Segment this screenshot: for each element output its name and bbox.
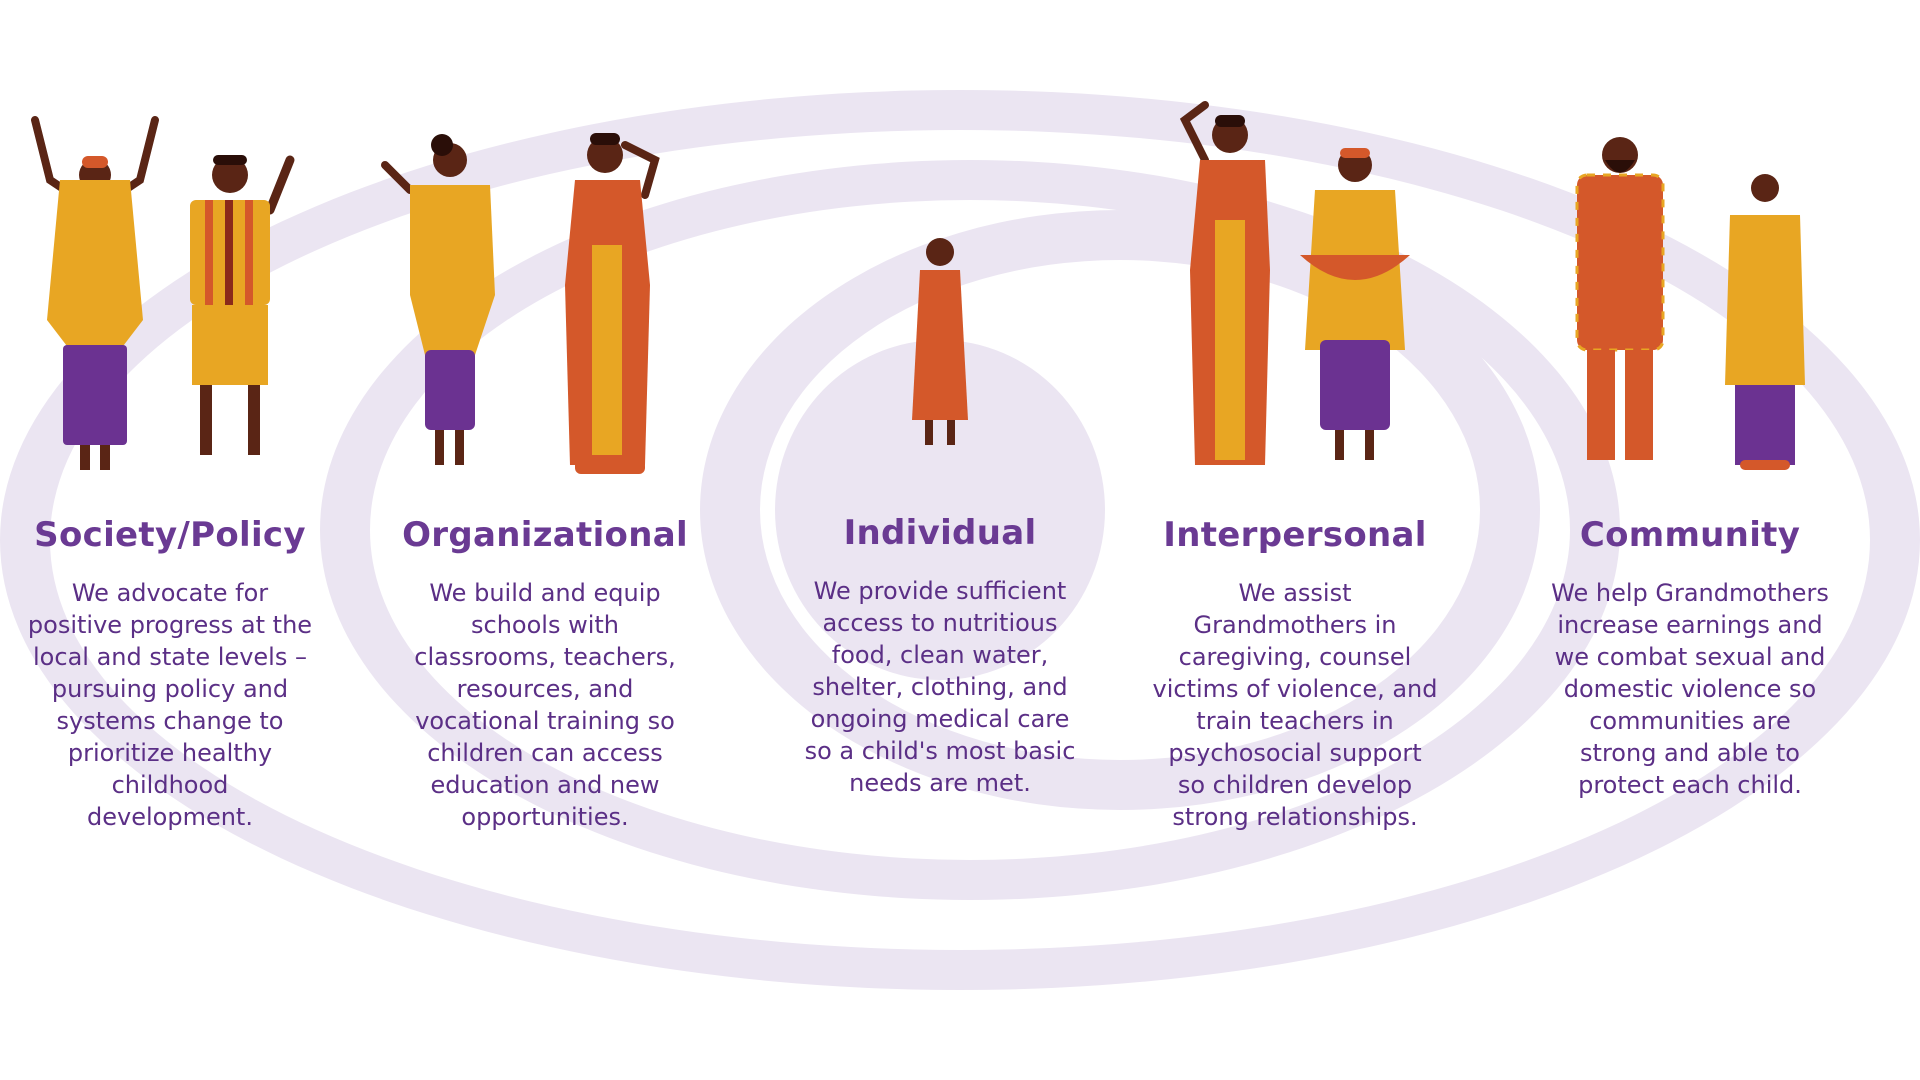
woman-gesturing-icon bbox=[381, 134, 495, 465]
description-line: strong and able to bbox=[1580, 739, 1800, 767]
description-line: domestic violence so bbox=[1563, 675, 1817, 703]
level-description: We help Grandmothers increase earnings a… bbox=[1530, 577, 1850, 801]
description-line: Grandmothers in bbox=[1193, 611, 1397, 639]
description-line: resources, and bbox=[456, 675, 634, 703]
level-description: We assist Grandmothers in caregiving, co… bbox=[1135, 577, 1455, 833]
description-line: needs are met. bbox=[849, 769, 1031, 797]
description-line: children can access bbox=[427, 739, 663, 767]
description-line: communities are bbox=[1589, 707, 1791, 735]
description-line: caregiving, counsel bbox=[1178, 643, 1412, 671]
description-line: prioritize healthy bbox=[67, 739, 273, 767]
level-title: Society/Policy bbox=[34, 515, 306, 555]
level-title: Individual bbox=[843, 513, 1037, 553]
level-description: We build and equip schools with classroo… bbox=[385, 577, 705, 833]
level-title: Organizational bbox=[402, 515, 688, 555]
description-line: development. bbox=[87, 803, 253, 831]
description-line: victims of violence, and bbox=[1152, 675, 1438, 703]
description-line: we combat sexual and bbox=[1554, 643, 1826, 671]
description-line: opportunities. bbox=[461, 803, 629, 831]
woman-in-wrap-icon bbox=[1725, 174, 1805, 470]
description-line: so children develop bbox=[1177, 771, 1413, 799]
description-line: classrooms, teachers, bbox=[414, 643, 676, 671]
center-disc bbox=[775, 340, 1105, 680]
description-line: food, clean water, bbox=[831, 641, 1049, 669]
level-society-policy: Society/Policy We advocate for positive … bbox=[15, 515, 325, 833]
level-description: We provide sufficient access to nutritio… bbox=[780, 575, 1100, 799]
woman-holding-basket-icon bbox=[1300, 148, 1410, 460]
level-organizational: Organizational We build and equip school… bbox=[385, 515, 705, 833]
description-line: access to nutritious bbox=[822, 609, 1058, 637]
description-line: We help Grandmothers bbox=[1551, 579, 1829, 607]
person-raising-arms-icon bbox=[31, 116, 159, 470]
description-line: We provide sufficient bbox=[813, 577, 1067, 605]
description-line: systems change to bbox=[56, 707, 284, 735]
level-description: We advocate for positive progress at the… bbox=[15, 577, 325, 833]
description-line: protect each child. bbox=[1578, 771, 1802, 799]
description-line: We advocate for bbox=[71, 579, 269, 607]
description-line: vocational training so bbox=[415, 707, 675, 735]
description-line: shelter, clothing, and bbox=[812, 673, 1068, 701]
description-line: pursuing policy and bbox=[51, 675, 289, 703]
description-line: train teachers in bbox=[1196, 707, 1394, 735]
description-line: childhood bbox=[111, 771, 229, 799]
child-icon bbox=[912, 238, 968, 445]
description-line: increase earnings and bbox=[1557, 611, 1823, 639]
woman-waving-icon bbox=[1179, 101, 1270, 465]
level-title: Community bbox=[1579, 515, 1801, 555]
level-title: Interpersonal bbox=[1163, 515, 1427, 555]
bearded-man-icon bbox=[1575, 137, 1665, 460]
description-line: positive progress at the bbox=[27, 611, 313, 639]
description-line: local and state levels – bbox=[33, 643, 307, 671]
description-line: We build and equip bbox=[429, 579, 661, 607]
description-line: psychosocial support bbox=[1168, 739, 1422, 767]
level-community: Community We help Grandmothers increase … bbox=[1530, 515, 1850, 801]
description-line: strong relationships. bbox=[1172, 803, 1418, 831]
description-line: so a child's most basic bbox=[804, 737, 1076, 765]
description-line: ongoing medical care bbox=[810, 705, 1070, 733]
woman-in-dress-icon bbox=[565, 133, 660, 474]
description-line: education and new bbox=[430, 771, 660, 799]
level-individual: Individual We provide sufficient access … bbox=[780, 513, 1100, 799]
level-interpersonal: Interpersonal We assist Grandmothers in … bbox=[1135, 515, 1455, 833]
man-waving-icon bbox=[190, 155, 295, 455]
description-line: schools with bbox=[471, 611, 619, 639]
description-line: We assist bbox=[1238, 579, 1352, 607]
